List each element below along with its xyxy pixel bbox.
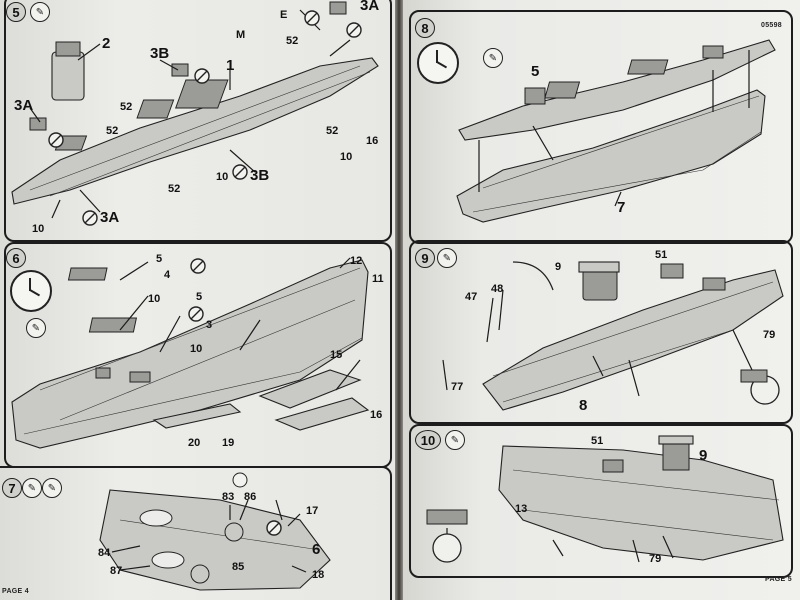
step9-label-48: 48 (491, 283, 504, 295)
step6-label-16: 16 (370, 409, 383, 421)
glue-icon: ✎ (26, 318, 46, 338)
step6-label-10-mid: 10 (190, 343, 203, 355)
step8-label-5: 5 (531, 63, 540, 80)
step9-label-47: 47 (465, 291, 478, 303)
step6-label-20: 20 (188, 437, 201, 449)
part-num-52-a: 52 (286, 35, 299, 47)
step7-label-84: 84 (98, 547, 111, 559)
step9-label-79: 79 (763, 329, 776, 341)
drying-time-icon (10, 270, 52, 312)
step7-label-86: 86 (244, 491, 257, 503)
glue-icon: ✎ (30, 2, 50, 22)
step-10-panel (409, 424, 793, 578)
step7-label-87: 87 (110, 565, 123, 577)
part-label-3b-bottom: 3B (250, 167, 270, 184)
step-6-hull-diagram (11, 257, 370, 449)
part-label-3a-left: 3A (14, 97, 34, 114)
page-number-left: PAGE 4 (2, 588, 29, 595)
step-6-number: 6 (6, 248, 26, 268)
step10-label-79: 79 (649, 553, 662, 565)
step-8-panel (409, 10, 793, 244)
part-num-52-b: 52 (120, 101, 133, 113)
kit-number: 05598 (761, 22, 782, 29)
step9-label-8: 8 (579, 397, 588, 414)
step6-label-5-mid: 5 (196, 291, 203, 303)
part-num-52-c: 52 (168, 183, 181, 195)
step-7-number: 7 (2, 478, 22, 498)
step6-label-19: 19 (222, 437, 235, 449)
step10-label-13: 13 (515, 503, 528, 515)
step7-label-85: 85 (232, 561, 245, 573)
glue-icon: ✎ (437, 248, 457, 268)
step9-label-77: 77 (451, 381, 464, 393)
step9-label-51: 51 (655, 249, 668, 261)
step-5-ship-diagram (11, 1, 379, 226)
step-9-panel (409, 240, 793, 424)
paint-code-m-5: M (236, 29, 246, 41)
step7-label-6: 6 (312, 541, 321, 558)
glue-icon: ✎ (483, 48, 503, 68)
glue-icon-2: ✎ (42, 478, 62, 498)
part-label-3a-top: 3A (360, 0, 380, 14)
step-8-number: 8 (415, 18, 435, 38)
glue-icon: ✎ (445, 430, 465, 450)
step6-label-10-top: 10 (148, 293, 161, 305)
step6-label-4: 4 (164, 269, 171, 281)
step-10-number: 10 (415, 430, 441, 450)
drying-time-icon (417, 42, 459, 84)
step-5-number: 5 (6, 2, 26, 22)
step10-label-9: 9 (699, 447, 708, 464)
step-9-assembly-diagram (442, 261, 784, 411)
part-num-52-e: 52 (106, 125, 119, 137)
step7-label-17: 17 (306, 505, 319, 517)
step6-label-12: 12 (350, 255, 363, 267)
step-5-panel (4, 0, 392, 242)
part-num-10-b: 10 (216, 171, 229, 183)
step9-label-9: 9 (555, 261, 562, 273)
step8-label-7: 7 (617, 199, 626, 216)
step10-label-51: 51 (591, 435, 604, 447)
step-7-panel (0, 466, 392, 600)
step6-label-11: 11 (372, 273, 384, 285)
step6-label-15: 15 (330, 349, 343, 361)
part-label-3b-top: 3B (150, 45, 170, 62)
glue-icon: ✎ (22, 478, 42, 498)
part-num-10-a: 10 (32, 223, 45, 235)
part-label-1: 1 (226, 57, 235, 74)
step6-label-3: 3 (206, 319, 213, 331)
step-9-number: 9 (415, 248, 435, 268)
paint-code-e-5: E (280, 9, 288, 21)
step-10-bow-diagram (426, 435, 784, 563)
part-num-16: 16 (366, 135, 379, 147)
part-num-10-c: 10 (340, 151, 353, 163)
page-number-right: PAGE 5 (765, 576, 792, 583)
instruction-page-right: 05598 8 ✎ 5 7 9 ✎ (403, 0, 800, 600)
step-8-deck-hull-diagram (456, 39, 776, 223)
part-num-52-d: 52 (326, 125, 339, 137)
part-label-2: 2 (102, 35, 111, 52)
instruction-page-left: 5 ✎ (0, 0, 395, 600)
step-7-stern-diagram (99, 472, 331, 591)
part-label-3a-bottom: 3A (100, 209, 120, 226)
step6-label-5-top: 5 (156, 253, 163, 265)
step7-label-18: 18 (312, 569, 325, 581)
book-gutter (395, 0, 403, 600)
step7-label-83: 83 (222, 491, 235, 503)
